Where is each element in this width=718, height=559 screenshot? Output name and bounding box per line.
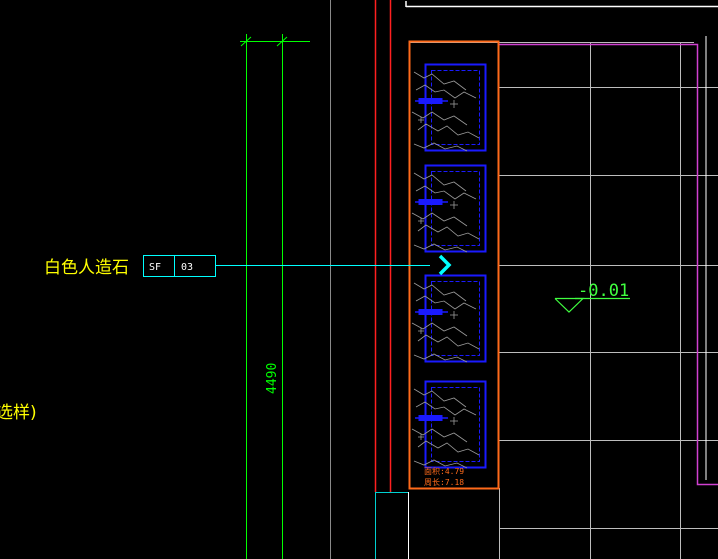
dimension-value: 4490 [265, 363, 280, 394]
area-label: 面积:4.79 [424, 466, 464, 476]
level-symbol [554, 297, 630, 313]
magenta-wall-outline [499, 36, 718, 486]
fixture-group [411, 63, 487, 469]
perimeter-label: 周长:7.18 [424, 477, 464, 487]
basin-fixture [411, 274, 487, 363]
tag-code: SF [149, 262, 161, 273]
basin-fixture [411, 164, 487, 253]
top-frame [405, 1, 718, 8]
dimension-line[interactable] [240, 34, 310, 559]
tag-number: 03 [181, 262, 193, 273]
level-value: -0.01 [578, 281, 629, 301]
basin-fixture [411, 63, 487, 152]
partial-note: 选样) [0, 403, 37, 423]
leader-arrow-icon [438, 254, 452, 276]
red-wall-lines [374, 0, 392, 492]
basin-fixture [411, 380, 487, 469]
material-note: 白色人造石 [44, 258, 129, 278]
cyan-wall-base [375, 492, 409, 559]
floor-tile-grid [410, 42, 718, 559]
material-tag[interactable] [143, 255, 431, 277]
